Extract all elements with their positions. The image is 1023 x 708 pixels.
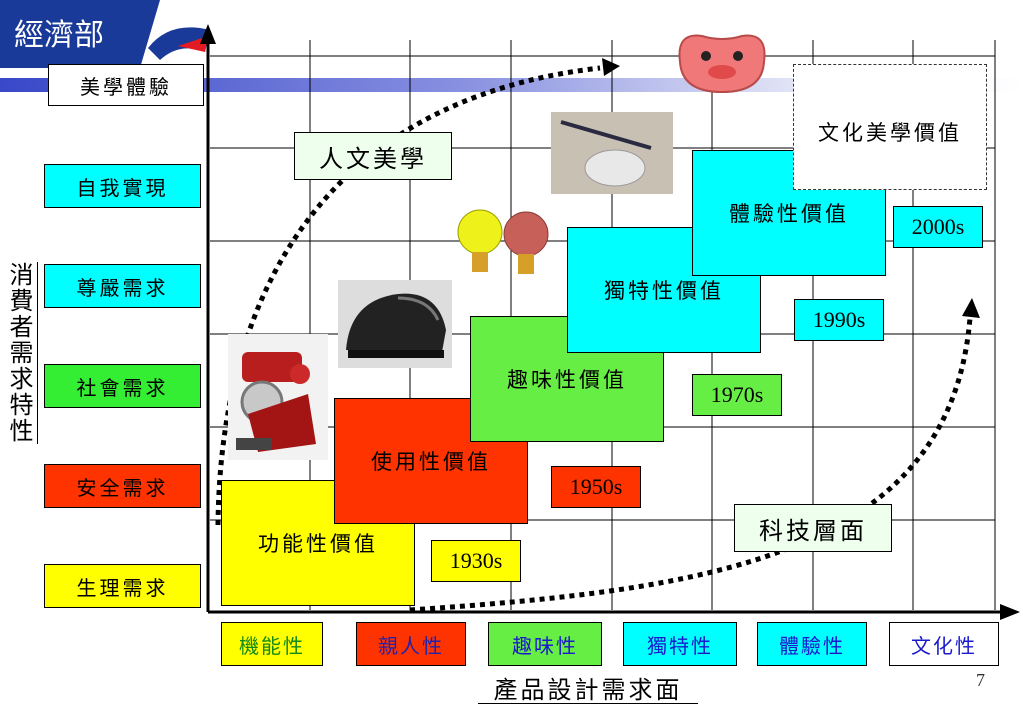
level-social: 社會需求 xyxy=(44,364,201,408)
colored-lightbulbs-image xyxy=(452,202,554,286)
era-2000s: 2000s xyxy=(893,206,983,248)
pink-smiling-face-object-image xyxy=(672,28,772,98)
category-user-friendly: 親人性 xyxy=(356,622,466,666)
era-1930s: 1930s xyxy=(431,540,521,582)
level-self-actualization: 自我實現 xyxy=(44,164,201,208)
pencil-stone-sharpener-image xyxy=(551,112,673,194)
category-cultural: 文化性 xyxy=(889,622,999,666)
level-physiological: 生理需求 xyxy=(44,564,201,608)
category-experience: 體驗性 xyxy=(757,622,867,666)
category-uniqueness: 獨特性 xyxy=(623,622,737,666)
logo: 經濟部 xyxy=(0,0,215,70)
logo-text: 經濟部 xyxy=(14,18,104,53)
era-1990s: 1990s xyxy=(794,299,884,341)
block-cultural-aesthetic-value: 文化美學價值 xyxy=(793,64,987,190)
page-number: 7 xyxy=(976,670,985,690)
level-safety: 安全需求 xyxy=(44,464,201,508)
red-mechanical-device-image xyxy=(228,334,328,460)
logo-graphic xyxy=(0,0,215,68)
era-1950s: 1950s xyxy=(551,466,641,508)
black-helmet-product-image xyxy=(338,280,452,368)
category-functional: 機能性 xyxy=(221,622,323,666)
label-technology: 科技層面 xyxy=(734,504,892,552)
x-axis-title: 產品設計需求面 xyxy=(478,670,698,704)
level-aesthetic-experience: 美學體驗 xyxy=(48,64,204,106)
label-humanities-aesthetics: 人文美學 xyxy=(294,132,452,180)
category-fun: 趣味性 xyxy=(488,622,602,666)
y-axis-title: 消費者需求特性 xyxy=(4,262,38,444)
era-1970s: 1970s xyxy=(692,374,782,416)
block-uniqueness-value: 獨特性價值 xyxy=(567,227,761,353)
level-esteem: 尊嚴需求 xyxy=(44,264,201,308)
